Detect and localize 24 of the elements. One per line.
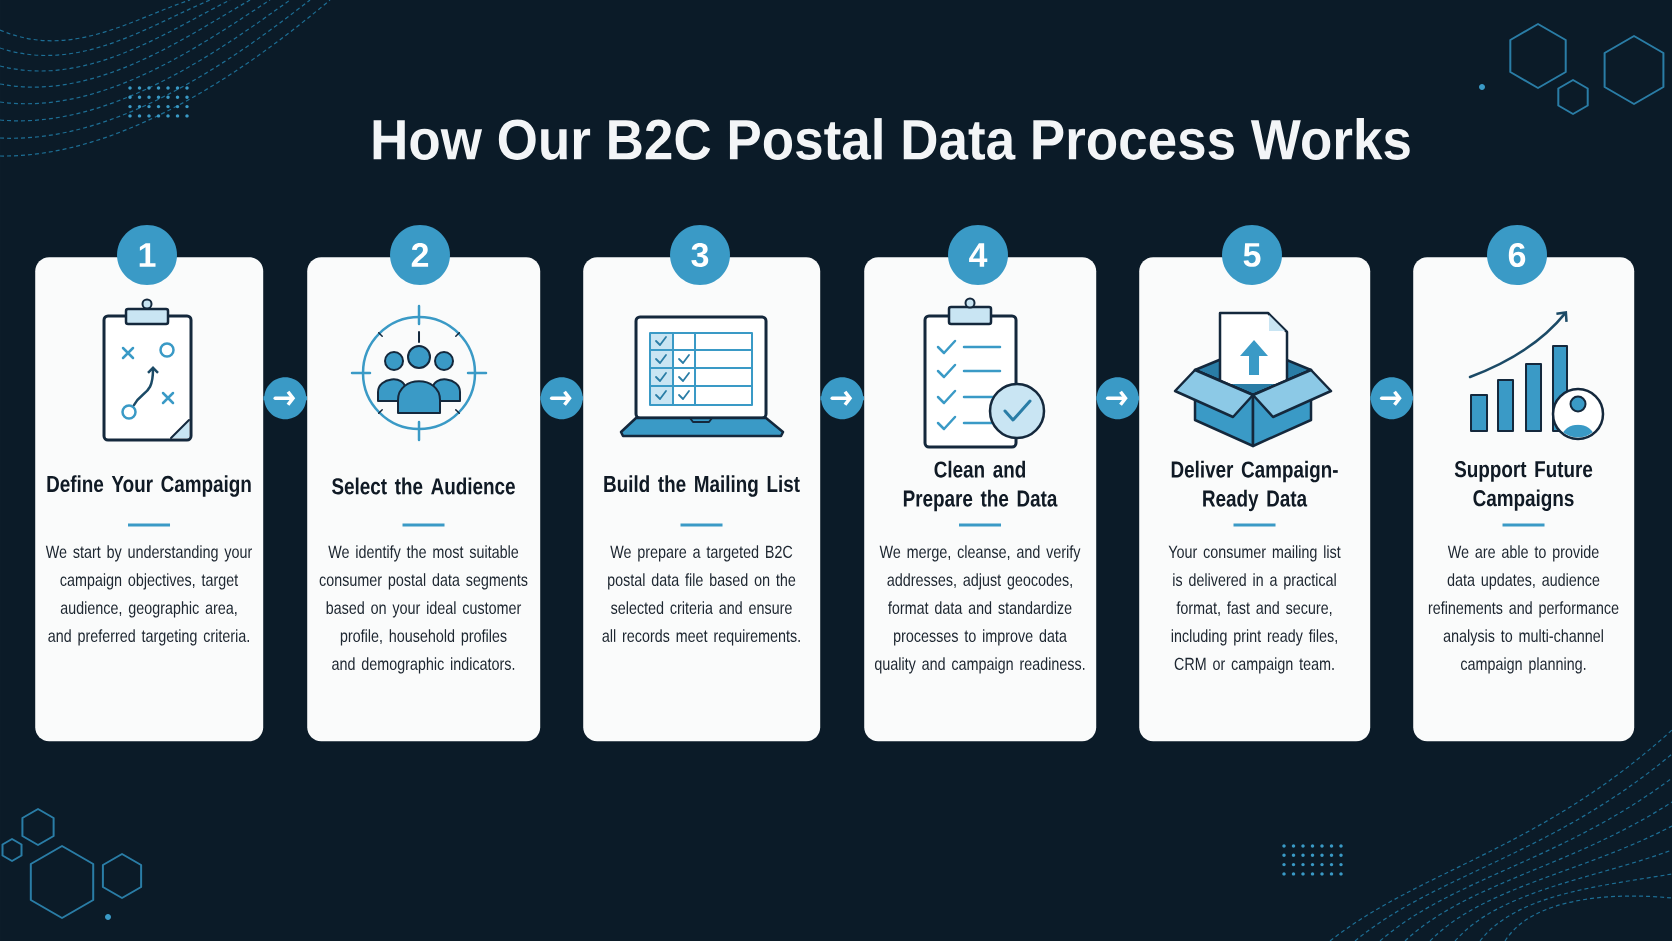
card-description: Your consumer mailing list is delivered in a practical format, fast and secure, including print ready files, CRM or campaign team. [1168, 545, 1341, 674]
card-description: We are able to provide data updates, audience refinements and performance analysis to multi-channel campaign planning. [1428, 545, 1619, 674]
arrow [1370, 377, 1413, 420]
number-badge: 3 [670, 225, 730, 285]
arrow [540, 377, 583, 420]
card-heading: Support Future Campaigns [1454, 461, 1593, 511]
card-description: We identify the most suitable consumer postal data segments based on your ideal customer profile, household profiles and demographic indicators. [319, 545, 528, 674]
arrow [1096, 377, 1139, 420]
card-heading: Select the Audience [332, 477, 515, 495]
number-badge: 6 [1487, 225, 1547, 285]
number-badge: 4 [948, 225, 1008, 285]
card-description: We merge, cleanse, and verify addresses, adjust geocodes, format data and standardize processes to improve data quality and campaign readiness. [874, 545, 1085, 674]
arrow [820, 377, 864, 420]
title: How Our B2C Postal Data Process Works [373, 118, 1410, 160]
card-heading: Define Your Campaign [47, 475, 251, 497]
card-description: We start by understanding your campaign objectives, target audience, geographic area, and preferred targeting criteria. [45, 545, 252, 646]
number-badge: 2 [390, 225, 450, 285]
card-heading: Deliver Campaign-Ready Data [1171, 460, 1338, 512]
card-heading: Build the Mailing List [604, 475, 800, 497]
card-description: We prepare a targeted B2C postal data file based on the selected criteria and ensure all records meet requirements. [602, 545, 800, 646]
arrow [263, 377, 307, 420]
number-badge: 1 [117, 225, 177, 285]
card-heading: Clean and Prepare the Data [903, 460, 1058, 512]
number-badge: 5 [1222, 225, 1282, 285]
